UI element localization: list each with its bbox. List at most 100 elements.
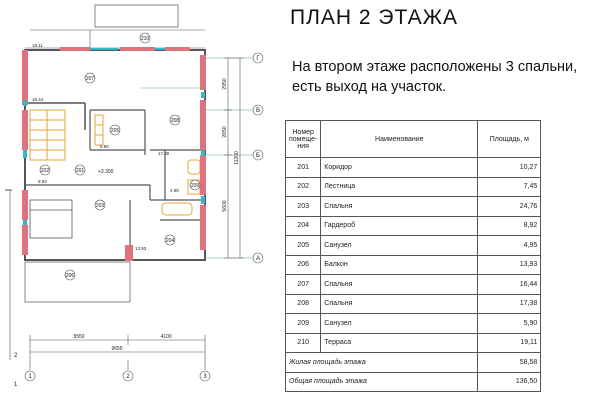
cell-room-area: 5,90 — [477, 313, 542, 334]
dimension-number: 11200 — [234, 151, 240, 165]
dimension-number: 2950 — [222, 78, 228, 89]
dimension-number: 5600 — [222, 200, 228, 211]
floor-plan-drawing: 210 207 205 208 202 201 209 203 204 206 … — [5, 4, 264, 388]
cell-room-number: 209 — [284, 313, 322, 334]
header-room-name: Наименование — [320, 120, 479, 158]
cell-room-name: Спальня — [320, 196, 479, 217]
cell-room-number: 205 — [284, 235, 322, 256]
area-label: 5.90 — [100, 144, 109, 149]
wall-accents — [22, 47, 206, 261]
table-row: 203 Спальня 24,76 — [284, 196, 542, 217]
dimension-number: 4100 — [160, 334, 171, 340]
cell-room-area: 19,11 — [477, 332, 542, 353]
cell-room-number: 208 — [284, 293, 322, 314]
cell-room-name: Балкон — [320, 254, 479, 275]
cell-room-name: Терраса — [320, 332, 479, 353]
area-label: 16.44 — [32, 97, 44, 102]
cell-room-name: Санузел — [320, 235, 479, 256]
room-tag: 207 — [86, 76, 95, 82]
cell-room-name: Лестница — [320, 176, 479, 197]
section-mark: 1 — [14, 382, 18, 388]
cell-room-name: Санузел — [320, 313, 479, 334]
room-tag: 206 — [66, 273, 75, 279]
table-row: 202 Лестница 7,45 — [284, 176, 542, 197]
axis-letter: А — [256, 256, 260, 262]
axis-number-circles — [24, 370, 211, 382]
room-tag: 209 — [191, 183, 200, 189]
dimension-number: 5550 — [73, 334, 84, 340]
cell-room-name: Гардероб — [320, 215, 479, 236]
horizontal-dimensions — [29, 335, 206, 370]
summary-row-total: Общая площадь этажа 136,50 — [284, 371, 542, 392]
cell-room-area: 4,95 — [477, 235, 542, 256]
header-room-number: Номер помеще-ния — [284, 120, 322, 158]
room-tag: 202 — [41, 168, 50, 174]
terrace-outline — [94, 4, 179, 28]
cell-room-number: 201 — [284, 157, 322, 178]
dimension-number: 2650 — [222, 126, 228, 137]
room-tag: 204 — [166, 238, 175, 244]
summary-label: Общая площадь этажа — [284, 371, 479, 392]
cell-room-area: 17,38 — [477, 293, 542, 314]
axis-number: 3 — [203, 374, 207, 380]
cell-room-name: Коридор — [320, 157, 479, 178]
cell-room-number: 210 — [284, 332, 322, 353]
table-row: 207 Спальня 16,44 — [284, 274, 542, 295]
area-label: 4.95 — [170, 188, 179, 193]
room-tag: 210 — [141, 36, 150, 42]
cell-room-area: 10,27 — [477, 157, 542, 178]
table-row: 209 Санузел 5,90 — [284, 313, 542, 334]
cell-room-number: 204 — [284, 215, 322, 236]
room-tag: 203 — [96, 203, 105, 209]
summary-row-living: Жилая площадь этажа 58,58 — [284, 352, 542, 373]
summary-label: Жилая площадь этажа — [284, 352, 479, 373]
axis-number: 2 — [126, 374, 130, 380]
cell-room-area: 13,93 — [477, 254, 542, 275]
outer-wall — [24, 49, 206, 261]
cell-room-area: 16,44 — [477, 274, 542, 295]
bed — [29, 199, 73, 239]
room-tag: 201 — [76, 168, 85, 174]
axis-letter: В — [256, 108, 260, 114]
table-row: 204 Гардероб 8,92 — [284, 215, 542, 236]
area-label: 19.11 — [32, 43, 43, 48]
axis-letter: Б — [256, 153, 260, 159]
cell-room-area: 7,45 — [477, 176, 542, 197]
page-title: ПЛАН 2 ЭТАЖА — [290, 6, 459, 29]
area-label: 8.92 — [38, 179, 47, 184]
room-tag-circles — [39, 32, 201, 281]
table-row: 208 Спальня 17,38 — [284, 293, 542, 314]
cell-room-number: 207 — [284, 274, 322, 295]
room-tag: 205 — [111, 128, 120, 134]
stairs — [29, 109, 66, 161]
table-header-row: Номер помеще-ния Наименование Площадь, м — [284, 120, 542, 158]
cell-room-number: 202 — [284, 176, 322, 197]
page-description: На втором этаже расположены 3 спальни, е… — [292, 59, 578, 95]
windows — [23, 48, 205, 225]
dimension-number: 9650 — [111, 346, 122, 352]
axis-letter-circles — [252, 52, 264, 264]
header-room-area: Площадь, м — [477, 120, 542, 158]
cell-room-area: 24,76 — [477, 196, 542, 217]
cell-room-area: 8,92 — [477, 215, 542, 236]
table-row: 210 Терраса 19,11 — [284, 332, 542, 353]
axis-number: 1 — [28, 374, 32, 380]
table-row: 205 Санузел 4,95 — [284, 235, 542, 256]
level-mark: +3.300 — [98, 169, 114, 175]
table-row: 201 Коридор 10,27 — [284, 157, 542, 178]
axis-letter: Г — [256, 56, 260, 62]
section-mark: 2 — [14, 353, 18, 359]
area-label: 17.38 — [158, 151, 170, 156]
summary-value: 58,58 — [477, 352, 542, 373]
summary-value: 136,50 — [477, 371, 542, 392]
wardrobe-shelves — [94, 114, 104, 146]
area-label: 13.93 — [135, 246, 147, 251]
room-schedule-table: Номер помеще-ния Наименование Площадь, м… — [284, 120, 542, 392]
cell-room-name: Спальня — [320, 293, 479, 314]
vertical-dimensions — [224, 57, 244, 259]
balcony-outline — [24, 261, 131, 303]
table-row: 206 Балкон 13,93 — [284, 254, 542, 275]
cell-room-name: Спальня — [320, 274, 479, 295]
cell-room-number: 206 — [284, 254, 322, 275]
room-tag: 208 — [171, 118, 180, 124]
